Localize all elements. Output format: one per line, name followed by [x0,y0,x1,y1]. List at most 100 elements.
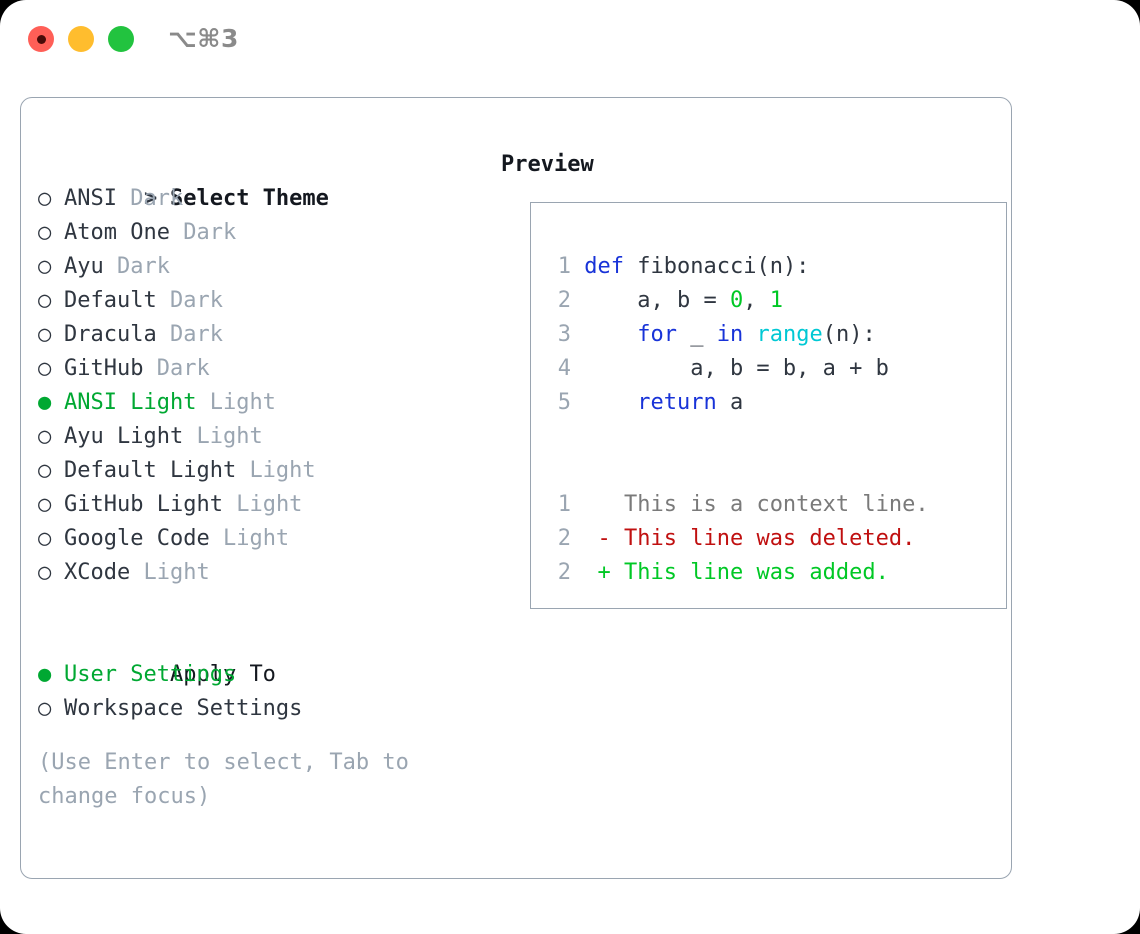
theme-list-item[interactable]: ○ Ayu Light Light [38,420,488,454]
radio-unselected-icon[interactable]: ○ [38,560,52,585]
theme-list-item[interactable]: ○ ANSI Dark [38,182,488,216]
radio-unselected-icon[interactable]: ○ [38,696,52,721]
theme-name: ANSI Light [64,390,197,415]
close-button[interactable] [28,26,54,52]
theme-list[interactable]: ○ANSI Dark○Atom One Dark○Ayu Dark○Defaul… [38,182,488,590]
radio-selected-icon[interactable]: ● [38,662,52,687]
theme-list-item[interactable]: ○XCode Light [38,556,488,590]
theme-list-item[interactable]: ● ANSI Light Light [38,386,488,420]
theme-name: Google Code [64,526,210,551]
code-token: a [716,390,744,415]
theme-variant-badge: Light [143,560,210,585]
space [236,458,249,483]
code-token: def [584,254,624,279]
theme-list-item[interactable]: ○ Google Code Light [38,522,488,556]
apply-to-label: Apply To [169,662,276,687]
code-token: in [716,322,744,347]
code-token: 1 [769,288,783,313]
theme-list-item[interactable]: ○Default Light Light [38,454,488,488]
gutter-gap [571,390,584,415]
code-line: 2 a, b = 0, 1 [545,284,995,318]
theme-variant-badge: Light [222,526,290,551]
line-number: 1 [557,254,571,279]
apply-to-list[interactable]: ● User Settings ○Workspace Settings [38,658,488,726]
theme-name: ANSI [64,186,117,211]
theme-list-item[interactable]: ○GitHub Dark [38,352,488,386]
maximize-button[interactable] [108,26,134,52]
theme-variant-badge: Dark [156,356,210,381]
help-text: (Use Enter to select, Tab to change focu… [38,750,409,809]
radio-unselected-icon[interactable]: ○ [38,424,52,449]
blank-line [545,420,995,454]
diff-text: This is a context line. [610,492,929,517]
code-line: 3 for _ in range(n): [545,318,995,352]
line-number: 1 [557,492,571,517]
code-token: return [637,390,717,415]
line-number: 2 [557,288,571,313]
theme-variant-badge: Light [209,390,276,415]
code-token: , [743,288,770,313]
radio-unselected-icon[interactable]: ○ [38,492,52,517]
space [157,322,170,347]
radio-unselected-icon[interactable]: ○ [38,458,52,483]
space [170,220,183,245]
theme-name: Atom One [64,220,170,245]
code-token [743,322,756,347]
radio-unselected-icon[interactable]: ○ [38,356,52,381]
theme-list-item[interactable]: ○Default Dark [38,284,488,318]
select-theme-heading: >Select Theme [38,148,488,211]
space [210,526,223,551]
theme-variant-badge: Light [196,424,263,449]
diff-line: 2 - This line was deleted. [545,522,995,556]
radio-unselected-icon[interactable]: ○ [38,526,52,551]
theme-list-item[interactable]: ○ Atom One Dark [38,216,488,250]
theme-name: Ayu Light [64,424,184,449]
diff-text: This line was deleted. [610,526,916,551]
theme-variant-badge: Light [249,458,316,483]
theme-name: GitHub Light [64,492,223,517]
radio-unselected-icon[interactable]: ○ [38,322,52,347]
preview-heading: Preview [501,152,594,177]
diff-line: 2 + This line was added. [545,556,995,590]
diff-marker: + [597,560,611,585]
space [157,288,170,313]
window-controls [28,26,134,52]
line-number: 5 [557,390,571,415]
prompt-caret-icon: > [143,186,158,211]
space [196,390,209,415]
radio-unselected-icon[interactable]: ○ [38,254,52,279]
code-token: 0 [729,288,744,313]
keyboard-shortcut-label: ⌥⌘3 [168,24,239,53]
line-number: 2 [557,526,571,551]
apply-to-option-label: User Settings [64,662,237,687]
radio-unselected-icon[interactable]: ○ [38,288,52,313]
theme-list-item[interactable]: ○Dracula Dark [38,318,488,352]
line-number: 2 [557,560,571,585]
gutter-gap [571,526,598,551]
apply-to-option[interactable]: ○Workspace Settings [38,692,488,726]
theme-variant-badge: Dark [183,220,237,245]
line-number: 3 [557,322,571,347]
diff-text: This line was added. [610,560,889,585]
radio-unselected-icon[interactable]: ○ [38,220,52,245]
theme-variant-badge: Dark [130,186,184,211]
radio-unselected-icon[interactable]: ○ [38,186,52,211]
gutter-gap [571,492,598,517]
radio-selected-icon[interactable]: ● [38,390,52,415]
apply-to-option[interactable]: ● User Settings [38,658,488,692]
theme-list-item[interactable]: ○Ayu Dark [38,250,488,284]
theme-variant-badge: Dark [169,322,223,347]
space [223,492,236,517]
space [117,186,130,211]
minimize-button[interactable] [68,26,94,52]
theme-name: Default [64,288,157,313]
diff-marker [598,492,611,517]
code-line: 1 def fibonacci(n): [545,250,995,284]
space [143,356,156,381]
theme-list-item[interactable]: ○GitHub Light Light [38,488,488,522]
theme-variant-badge: Dark [117,254,170,279]
preview-column: Preview 1 def fibonacci(n):2 a, b = 0, 1… [501,148,1007,609]
code-token: range [756,322,823,347]
